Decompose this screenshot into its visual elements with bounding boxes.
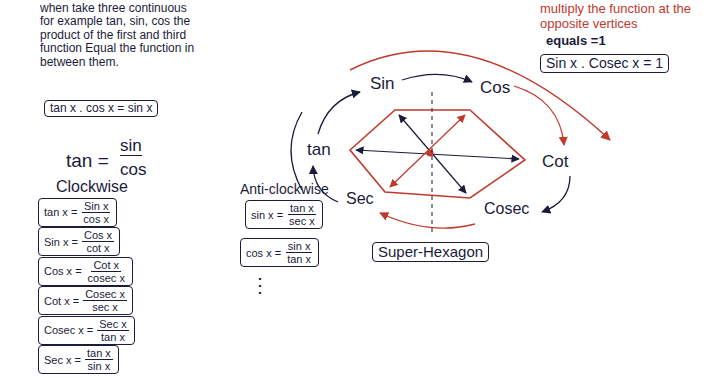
note-box: Super-Hexagon: [372, 242, 489, 262]
dashed-axis: [432, 92, 433, 236]
fraction: Sec xtan x: [97, 318, 129, 343]
formula-box: Cosec x = Sec xtan x: [38, 316, 135, 345]
formula-label: tan =: [66, 150, 109, 171]
denominator: cot x: [84, 242, 111, 254]
cycle-arrow: [542, 176, 570, 212]
vertex-label: Cosec: [482, 200, 531, 218]
vertex-label: Sin: [368, 74, 397, 93]
note-box: Sin x . Cosec x = 1: [540, 54, 669, 73]
formula-row: sin x = tan xsec x: [251, 202, 317, 227]
formula-box: sin x = tan xsec x: [245, 200, 323, 229]
note-text: Anti-clockwise: [240, 182, 329, 198]
formula-lhs: cos x =: [246, 247, 281, 259]
numerator: Cosec x: [83, 288, 127, 301]
fraction: Cot xcosec x: [86, 259, 127, 284]
formula-row: Sin x = Cos xcot x: [44, 229, 114, 254]
vertex-label: tan: [305, 140, 333, 159]
formula-lhs: Cot x =: [44, 295, 79, 307]
box-text: tan x . cos x = sin x: [50, 101, 152, 115]
vertex-label: Cot: [540, 152, 570, 171]
continuation-dots: ⋮: [250, 274, 270, 296]
denominator: cosec x: [86, 272, 127, 284]
fraction: Cosec xsec x: [83, 288, 127, 313]
formula-box: Cot x = Cosec xsec x: [38, 286, 133, 315]
denominator: tan x: [285, 253, 313, 265]
numerator: sin x: [286, 240, 313, 253]
formula-box: tan x = Sin xcos x: [38, 198, 117, 227]
hexagon-outline: [350, 110, 525, 198]
formula-row: Cot x = Cosec xsec x: [44, 288, 127, 313]
vertex-label: Cos: [478, 78, 512, 97]
fraction: Sin xcos x: [81, 200, 111, 225]
fraction: tan xsec x: [287, 202, 317, 227]
diagonal-arrow: [390, 115, 465, 187]
cycle-arrow: [318, 92, 360, 134]
denominator: sin x: [86, 360, 113, 372]
formula-row: Cos x = Cot xcosec x: [44, 259, 127, 284]
formula-box: Sec x = tan xsin x: [38, 345, 119, 374]
fraction: tan xsin x: [85, 347, 113, 372]
numerator: tan x: [85, 347, 113, 360]
denominator: sec x: [90, 301, 120, 313]
formula-box: cos x = sin xtan x: [240, 238, 319, 267]
denominator: sec x: [287, 215, 317, 227]
numerator: Cos x: [82, 229, 114, 242]
formula-label: sin: [120, 136, 142, 156]
formula-row: Cosec x = Sec xtan x: [44, 318, 129, 343]
diagonal-arrow: [356, 150, 519, 159]
cycle-arrow: [402, 74, 472, 82]
formula-row: cos x = sin xtan x: [246, 240, 313, 265]
formula-row: Sec x = tan xsin x: [44, 347, 113, 372]
denominator: cos x: [81, 213, 111, 225]
formula-lhs: sin x =: [251, 209, 283, 221]
formula-row: tan x = Sin xcos x: [44, 200, 111, 225]
numerator: Sec x: [97, 318, 129, 331]
numerator: Sin x: [82, 200, 110, 213]
numerator: Cot x: [91, 259, 121, 272]
bracket: [291, 112, 302, 190]
numerator: tan x: [288, 202, 316, 215]
note-text: when take three continuous for example t…: [40, 2, 202, 69]
cycle-arrow: [514, 86, 564, 145]
denominator: tan x: [99, 331, 127, 343]
formula-lhs: Sin x =: [44, 236, 78, 248]
formula-label: cos: [120, 160, 146, 179]
note-text: Clockwise: [56, 178, 128, 196]
fraction: sin xtan x: [285, 240, 313, 265]
formula-box: Cos x = Cot xcosec x: [38, 257, 133, 286]
formula-lhs: Cos x =: [44, 265, 82, 277]
vertex-label: Sec: [344, 190, 376, 208]
note-text: equals =1: [546, 34, 606, 49]
formula-box: Sin x = Cos xcot x: [38, 227, 120, 256]
box-text: Sin x . Cosec x = 1: [546, 55, 663, 71]
formula-lhs: tan x =: [44, 206, 77, 218]
fraction: Cos xcot x: [82, 229, 114, 254]
formula-lhs: Sec x =: [44, 354, 81, 366]
box-text: Super-Hexagon: [378, 243, 483, 260]
note-box: tan x . cos x = sin x: [44, 100, 158, 117]
note-text: multiply the function at the opposite ve…: [540, 2, 720, 31]
formula-lhs: Cosec x =: [44, 324, 93, 336]
cycle-arrow: [380, 213, 475, 228]
